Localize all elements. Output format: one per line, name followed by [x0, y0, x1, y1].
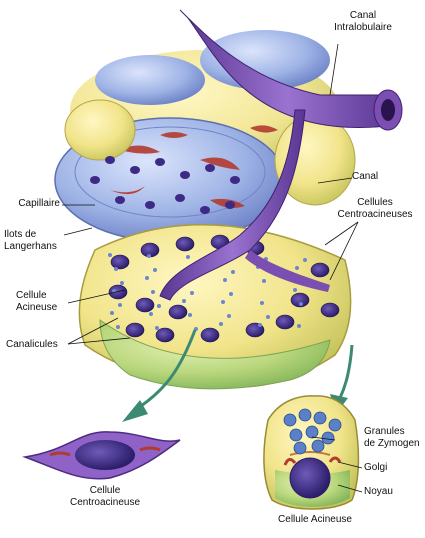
granule-dot	[116, 325, 120, 329]
granule-dot	[114, 267, 118, 271]
zymogen-granule	[321, 431, 335, 445]
nucleus	[200, 327, 220, 343]
label-line: Canal	[349, 10, 377, 21]
acinar-cell-illustration	[263, 395, 360, 510]
centroacinar-cell-illustration	[22, 431, 181, 480]
nucleus	[110, 254, 130, 270]
label-line: Centroacineuse	[69, 497, 141, 508]
nucleus	[310, 262, 330, 278]
granule-dot	[147, 254, 151, 258]
granule-dot	[110, 311, 114, 315]
nucleus	[168, 304, 188, 320]
zymogen-granule	[311, 439, 325, 453]
granule-dot	[231, 270, 235, 274]
label-golgi: Golgi	[364, 462, 388, 473]
granule-dot	[120, 281, 124, 285]
granule-dot	[182, 299, 186, 303]
granule-dot	[266, 315, 270, 319]
granule-dot	[260, 301, 264, 305]
granule-dot	[295, 266, 299, 270]
islet-nucleus	[180, 171, 190, 179]
islet-nucleus	[225, 201, 235, 209]
zymogen-granule	[305, 425, 319, 439]
granule-dot	[188, 313, 192, 317]
granule-dot	[227, 314, 231, 318]
nucleus	[275, 314, 295, 330]
zymogen-granules	[283, 408, 342, 455]
islet-nucleus	[175, 194, 185, 202]
zymogen-granule	[289, 428, 303, 442]
label-line: Cellules	[357, 197, 393, 208]
label-noyau: Noyau	[364, 486, 393, 497]
label-granules-de-zymogen: Granules de Zymogen	[364, 426, 420, 450]
granule-dot	[258, 323, 262, 327]
zymogen-granule	[298, 408, 312, 422]
nucleus	[155, 327, 175, 343]
granule-dot	[223, 278, 227, 282]
granule-dot	[149, 312, 153, 316]
granule-dot	[219, 322, 223, 326]
granule-dot	[221, 300, 225, 304]
intralobular-duct	[179, 9, 403, 131]
zymogen-granule	[313, 411, 327, 425]
nucleus	[125, 322, 145, 338]
zymogen-granule	[293, 441, 307, 455]
label-line: Cellule	[16, 290, 47, 301]
label-cellule-acineuse: Cellule Acineuse	[16, 290, 57, 314]
islet-nucleus	[105, 156, 115, 164]
islet-nucleus	[130, 166, 140, 174]
granule-dot	[299, 302, 303, 306]
granule-dot	[262, 279, 266, 283]
arrow-to-centroacinar-cell	[122, 329, 197, 422]
islet-nucleus	[200, 206, 210, 214]
granule-dot	[229, 292, 233, 296]
label-cellule-centroacineuse: Cellule Centroacineuse	[50, 485, 160, 509]
granule-dot	[303, 258, 307, 262]
zymogen-granules-cluster	[108, 253, 307, 331]
islet-nucleus	[90, 176, 100, 184]
label-line: Granules	[364, 426, 405, 437]
nucleus	[135, 297, 155, 313]
granule-dot	[151, 290, 155, 294]
granule-dot	[153, 268, 157, 272]
label-line: Langerhans	[4, 241, 57, 252]
label-capillaire: Capillaire	[18, 198, 60, 209]
label-line: Acineuse	[16, 302, 58, 313]
granule-dot	[155, 326, 159, 330]
granule-dot	[190, 291, 194, 295]
label-cellule-acineuse-bottom: Cellule Acineuse	[278, 514, 352, 525]
islet-nucleus	[115, 196, 125, 204]
granule-dot	[157, 304, 161, 308]
nucleus	[175, 236, 195, 252]
label-canalicules: Canalicules	[6, 339, 58, 350]
islet-nucleus	[145, 201, 155, 209]
label-cellules-centroacineuses: Cellules Centroacineuses	[330, 197, 420, 221]
islet-nucleus	[205, 164, 215, 172]
granule-dot	[108, 253, 112, 257]
islet-nucleus	[155, 158, 165, 166]
granule-dot	[145, 276, 149, 280]
label-line: Centroacineuses	[337, 209, 413, 220]
label-line: Cellule	[89, 485, 121, 496]
granule-dot	[186, 255, 190, 259]
label-canal-intralobulaire: Canal Intralobulaire	[328, 10, 398, 34]
granule-dot	[297, 324, 301, 328]
nucleus	[290, 292, 310, 308]
islet-nucleus	[230, 176, 240, 184]
label-line: de Zymogen	[364, 438, 420, 449]
label-ilots-de-langerhans: Ilots de Langerhans	[4, 229, 57, 253]
granule-dot	[293, 288, 297, 292]
duct-branch	[159, 109, 330, 301]
label-line: Intralobulaire	[334, 22, 392, 33]
label-canal: Canal	[352, 171, 379, 182]
zymogen-granule	[283, 413, 297, 427]
granule-dot	[118, 303, 122, 307]
nucleus	[320, 302, 340, 318]
label-line: Ilots de	[4, 229, 37, 240]
zymogen-granule	[328, 418, 342, 432]
leader-lines	[62, 43, 363, 493]
